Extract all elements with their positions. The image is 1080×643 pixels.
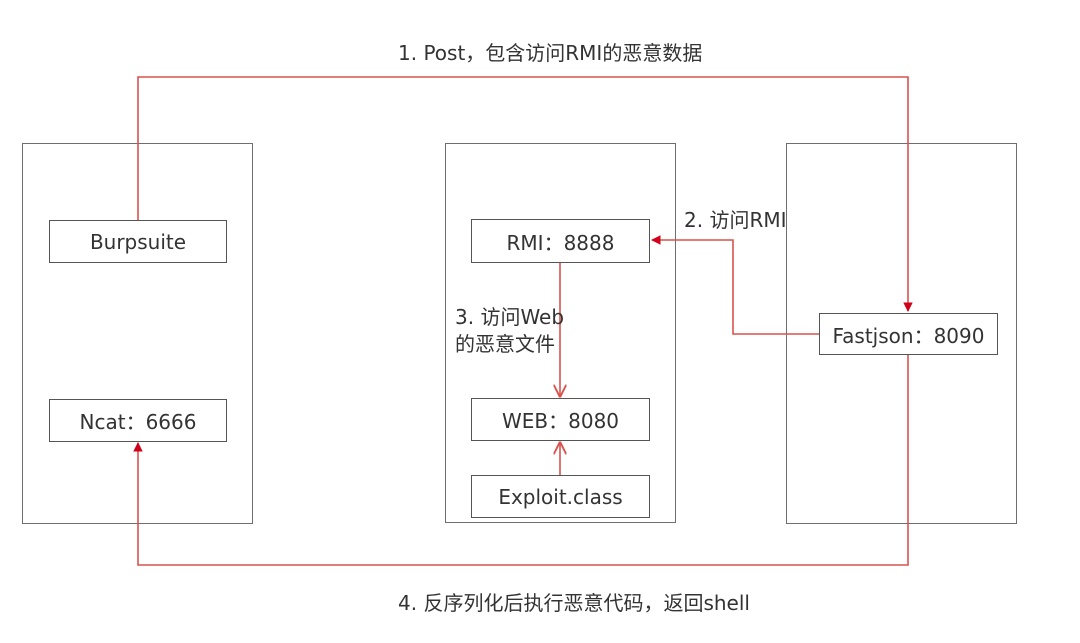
edge-1-label: 1. Post，包含访问RMI的恶意数据 — [398, 41, 703, 65]
edge-4-fastjson-to-ncat — [133, 354, 909, 566]
edge-3-label-line2: 的恶意文件 — [455, 332, 555, 356]
attack-server-box — [445, 143, 676, 523]
ncat-node: Ncat：6666 — [49, 399, 227, 442]
burpsuite-node: Burpsuite — [49, 220, 227, 263]
edge-3-label-line1: 3. 访问Web — [455, 305, 565, 329]
edge-4-label: 4. 反序列化后执行恶意代码，返回shell — [398, 591, 750, 615]
edge-1-post-burpsuite-to-fastjson — [137, 76, 913, 312]
rmi-node: RMI：8888 — [471, 219, 650, 263]
edge-2-fastjson-to-rmi — [651, 235, 819, 335]
web-node: WEB：8080 — [471, 398, 650, 441]
edge-2-label: 2. 访问RMI — [684, 208, 787, 232]
exploit-class-node: Exploit.class — [471, 475, 650, 518]
fastjson-node: Fastjson：8090 — [819, 313, 998, 355]
